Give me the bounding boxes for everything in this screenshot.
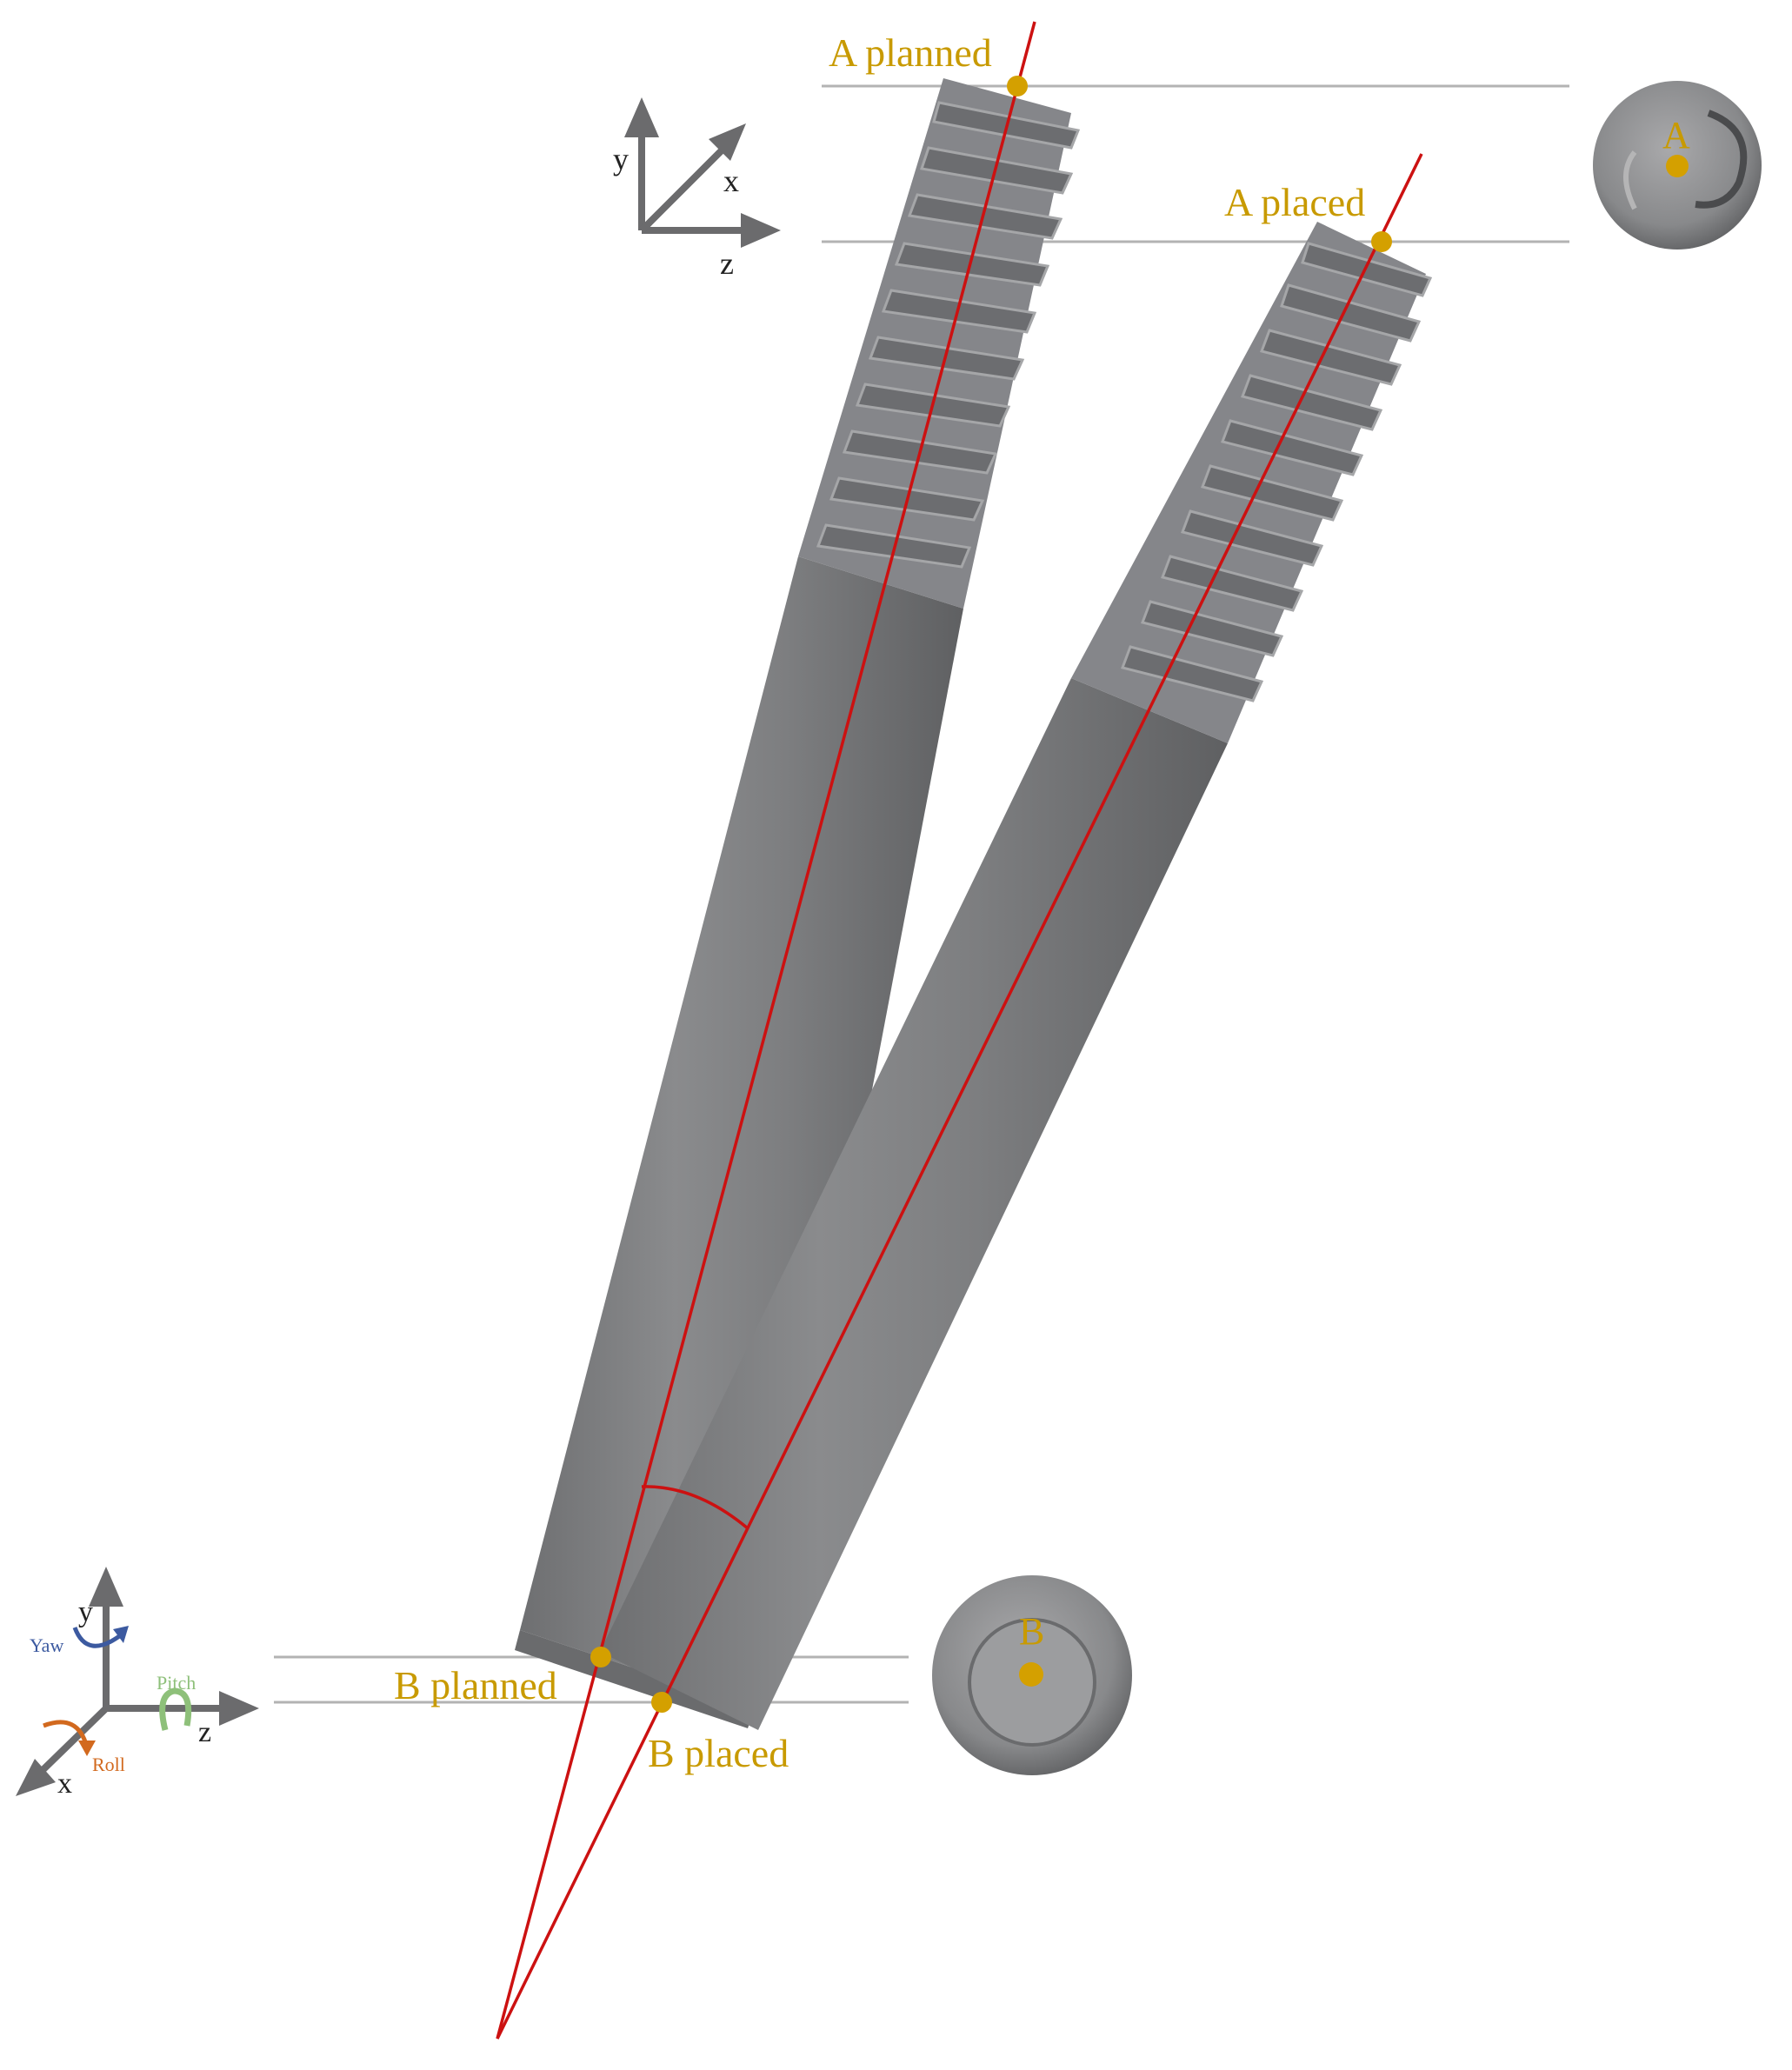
roll-label: Roll — [92, 1754, 125, 1775]
pitch-rotation-arrow — [159, 1687, 192, 1731]
cap-bottom-center-point — [1019, 1662, 1043, 1687]
cap-bottom: B — [932, 1575, 1132, 1775]
roll-rotation-arrowhead — [78, 1741, 96, 1756]
planned-screw-shaft — [520, 556, 963, 1708]
cap-top-label: A — [1662, 114, 1690, 156]
axis-bottom-z-label: z — [198, 1716, 211, 1748]
cap-top-recess-2 — [1623, 150, 1637, 210]
cap-top: A — [1593, 81, 1762, 250]
axes-bottom: y z x Yaw Pitch Roll — [16, 1567, 259, 1800]
label-a-placed: A placed — [1224, 180, 1365, 224]
axis-bottom-z-arrow — [219, 1691, 259, 1726]
axes-top: y x z — [613, 97, 781, 281]
axis-top-x-line — [639, 145, 727, 233]
angle-arc — [641, 1485, 749, 1530]
axis-top-y-arrow — [624, 97, 659, 137]
axis-bottom-y-arrow — [89, 1567, 123, 1607]
label-b-placed: B placed — [648, 1731, 789, 1775]
planned-trajectory-line — [496, 21, 1036, 2040]
axis-top-y-label: y — [613, 142, 629, 176]
axis-top-z-label: z — [720, 246, 734, 281]
yaw-label: Yaw — [30, 1634, 63, 1656]
label-a-planned: A planned — [829, 30, 992, 75]
yaw-rotation-arrowhead — [113, 1626, 129, 1643]
axis-top-z-arrow — [741, 213, 781, 248]
axis-top-x-label: x — [723, 163, 739, 198]
placed-screw — [600, 222, 1433, 1730]
axis-bottom-x-arrow — [16, 1759, 56, 1796]
planned-screw — [515, 78, 1081, 1728]
axis-bottom-x-label: x — [57, 1767, 72, 1800]
placed-screw-threads — [1121, 242, 1433, 702]
cap-top-center-point — [1666, 155, 1689, 177]
placed-trajectory-line — [496, 153, 1423, 2040]
point-a-planned — [1007, 76, 1028, 97]
pitch-label: Pitch — [157, 1672, 196, 1694]
axis-bottom-x-line — [37, 1706, 109, 1776]
axis-top-x-arrow — [709, 123, 746, 161]
point-b-planned — [590, 1647, 611, 1667]
label-b-planned: B planned — [394, 1663, 557, 1707]
yaw-rotation-arrow — [72, 1627, 123, 1648]
cap-bottom-label: B — [1019, 1610, 1044, 1653]
point-a-placed — [1371, 231, 1392, 252]
planned-screw-tip-base — [515, 1630, 755, 1728]
key-points — [590, 76, 1392, 1713]
placed-screw-shaft — [600, 678, 1228, 1730]
point-labels: A planned A placed B planned B placed — [394, 30, 1365, 1775]
axis-bottom-y-label: y — [78, 1596, 93, 1628]
cap-top-recess — [1695, 110, 1748, 209]
trajectory-lines — [496, 21, 1423, 2040]
point-b-placed — [651, 1692, 672, 1713]
